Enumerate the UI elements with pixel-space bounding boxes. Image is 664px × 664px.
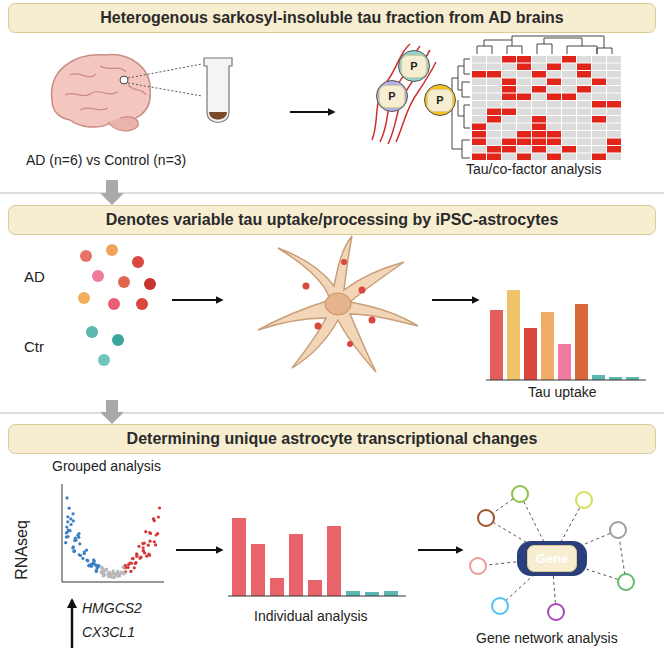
caption-label: Tau uptake — [528, 384, 597, 400]
phospho-circle: P — [398, 50, 430, 82]
section-heading: Determining unique astrocyte transcripti… — [8, 424, 656, 454]
gene-node: Gene — [517, 541, 588, 576]
node-text: Gene — [527, 545, 578, 572]
section-panel: Heterogenous sarkosyl-insoluble tau frac… — [8, 3, 656, 180]
caption-label: Gene network analysis — [476, 630, 618, 646]
node-text: P — [379, 85, 404, 108]
astrocyte — [258, 236, 418, 372]
tau-dots — [78, 244, 156, 366]
section-heading: Heterogenous sarkosyl-insoluble tau frac… — [8, 3, 656, 33]
node-text: P — [401, 55, 426, 78]
tau-fibril — [372, 44, 436, 144]
axis-title: RNAseq — [13, 520, 31, 580]
volcano-plot — [62, 484, 164, 582]
brain-icon — [52, 55, 202, 131]
up-arrow — [71, 600, 74, 648]
tube-icon — [204, 58, 232, 123]
caption-label: Grouped analysis — [52, 458, 161, 474]
process-arrow — [432, 299, 478, 301]
caption-label: Individual analysis — [254, 608, 368, 624]
separator — [0, 413, 664, 414]
section-panel: Denotes variable tau uptake/processing b… — [8, 205, 656, 400]
bar-chart — [486, 290, 646, 380]
caption-label: Tau/co-factor analysis — [466, 161, 601, 177]
section-panel: Determining unique astrocyte transcripti… — [8, 424, 656, 660]
process-arrow — [290, 111, 334, 113]
block-arrow — [100, 400, 124, 424]
separator — [0, 193, 664, 194]
gene-network — [470, 486, 634, 620]
process-arrow — [418, 549, 462, 551]
caption-label: Ctr — [24, 338, 44, 355]
gene-name: CX3CL1 — [82, 624, 135, 640]
process-arrow — [172, 299, 222, 301]
phospho-circle: P — [424, 84, 456, 116]
bar-chart — [228, 518, 406, 596]
process-arrow — [176, 549, 222, 551]
caption-label: AD — [24, 268, 45, 285]
section-heading: Denotes variable tau uptake/processing b… — [8, 205, 656, 235]
caption-label: AD (n=6) vs Control (n=3) — [26, 152, 186, 168]
node-text: P — [427, 89, 452, 112]
heatmap — [452, 36, 621, 160]
gene-name: HMGCS2 — [82, 600, 142, 616]
phospho-circle: P — [376, 80, 408, 112]
block-arrow — [100, 180, 124, 205]
